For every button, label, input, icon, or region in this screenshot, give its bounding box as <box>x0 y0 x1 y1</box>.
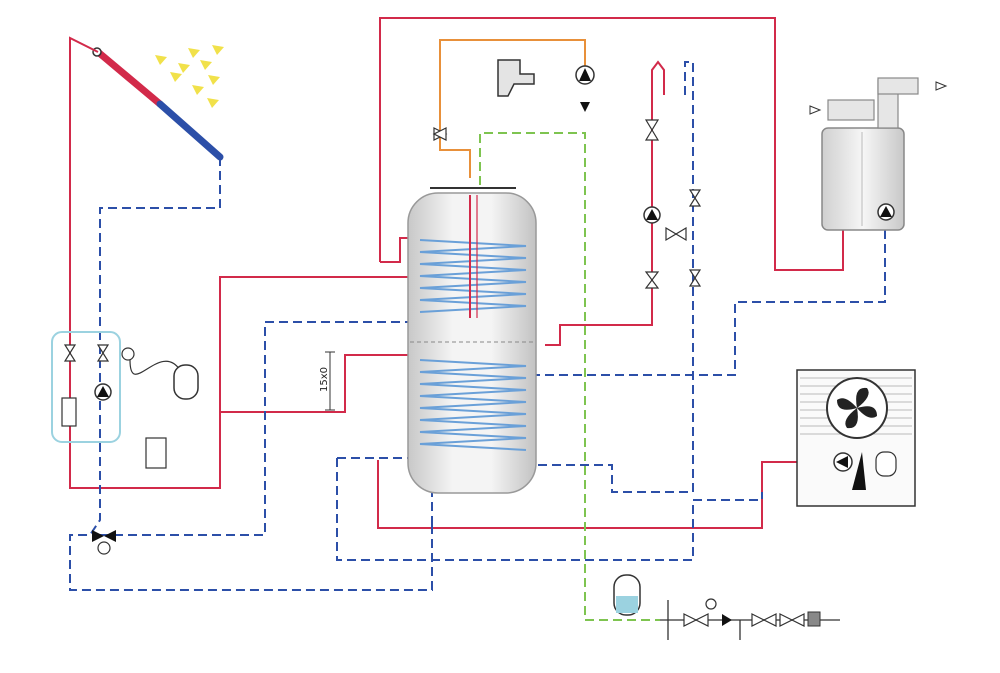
boiler-icon <box>809 77 948 231</box>
solar-pump-icon <box>94 383 112 401</box>
upper-coil <box>419 239 527 313</box>
hot-supply-pipes <box>69 17 844 529</box>
domestic-hot-water-line <box>439 39 586 178</box>
faucet-icon <box>497 59 535 97</box>
mixing-pump-icon <box>643 206 661 224</box>
sensor-height-dimension: 15x0 <box>319 351 335 411</box>
safety-group <box>613 574 821 627</box>
solar-collector <box>92 47 224 161</box>
expansion-vessel-icon <box>129 359 199 469</box>
dhw-circulation-pump <box>575 65 595 112</box>
three-way-valve <box>92 530 116 555</box>
solar-station <box>51 331 135 443</box>
cold-return-pipes <box>69 61 886 591</box>
lower-coil <box>419 359 527 451</box>
sun-rays-icon <box>155 45 224 108</box>
valve-icons <box>63 119 805 627</box>
fan-icon <box>837 387 877 429</box>
electric-heater <box>469 195 478 318</box>
heat-pump-icon <box>796 369 916 507</box>
sensor-height-label: 15x0 <box>319 367 330 392</box>
